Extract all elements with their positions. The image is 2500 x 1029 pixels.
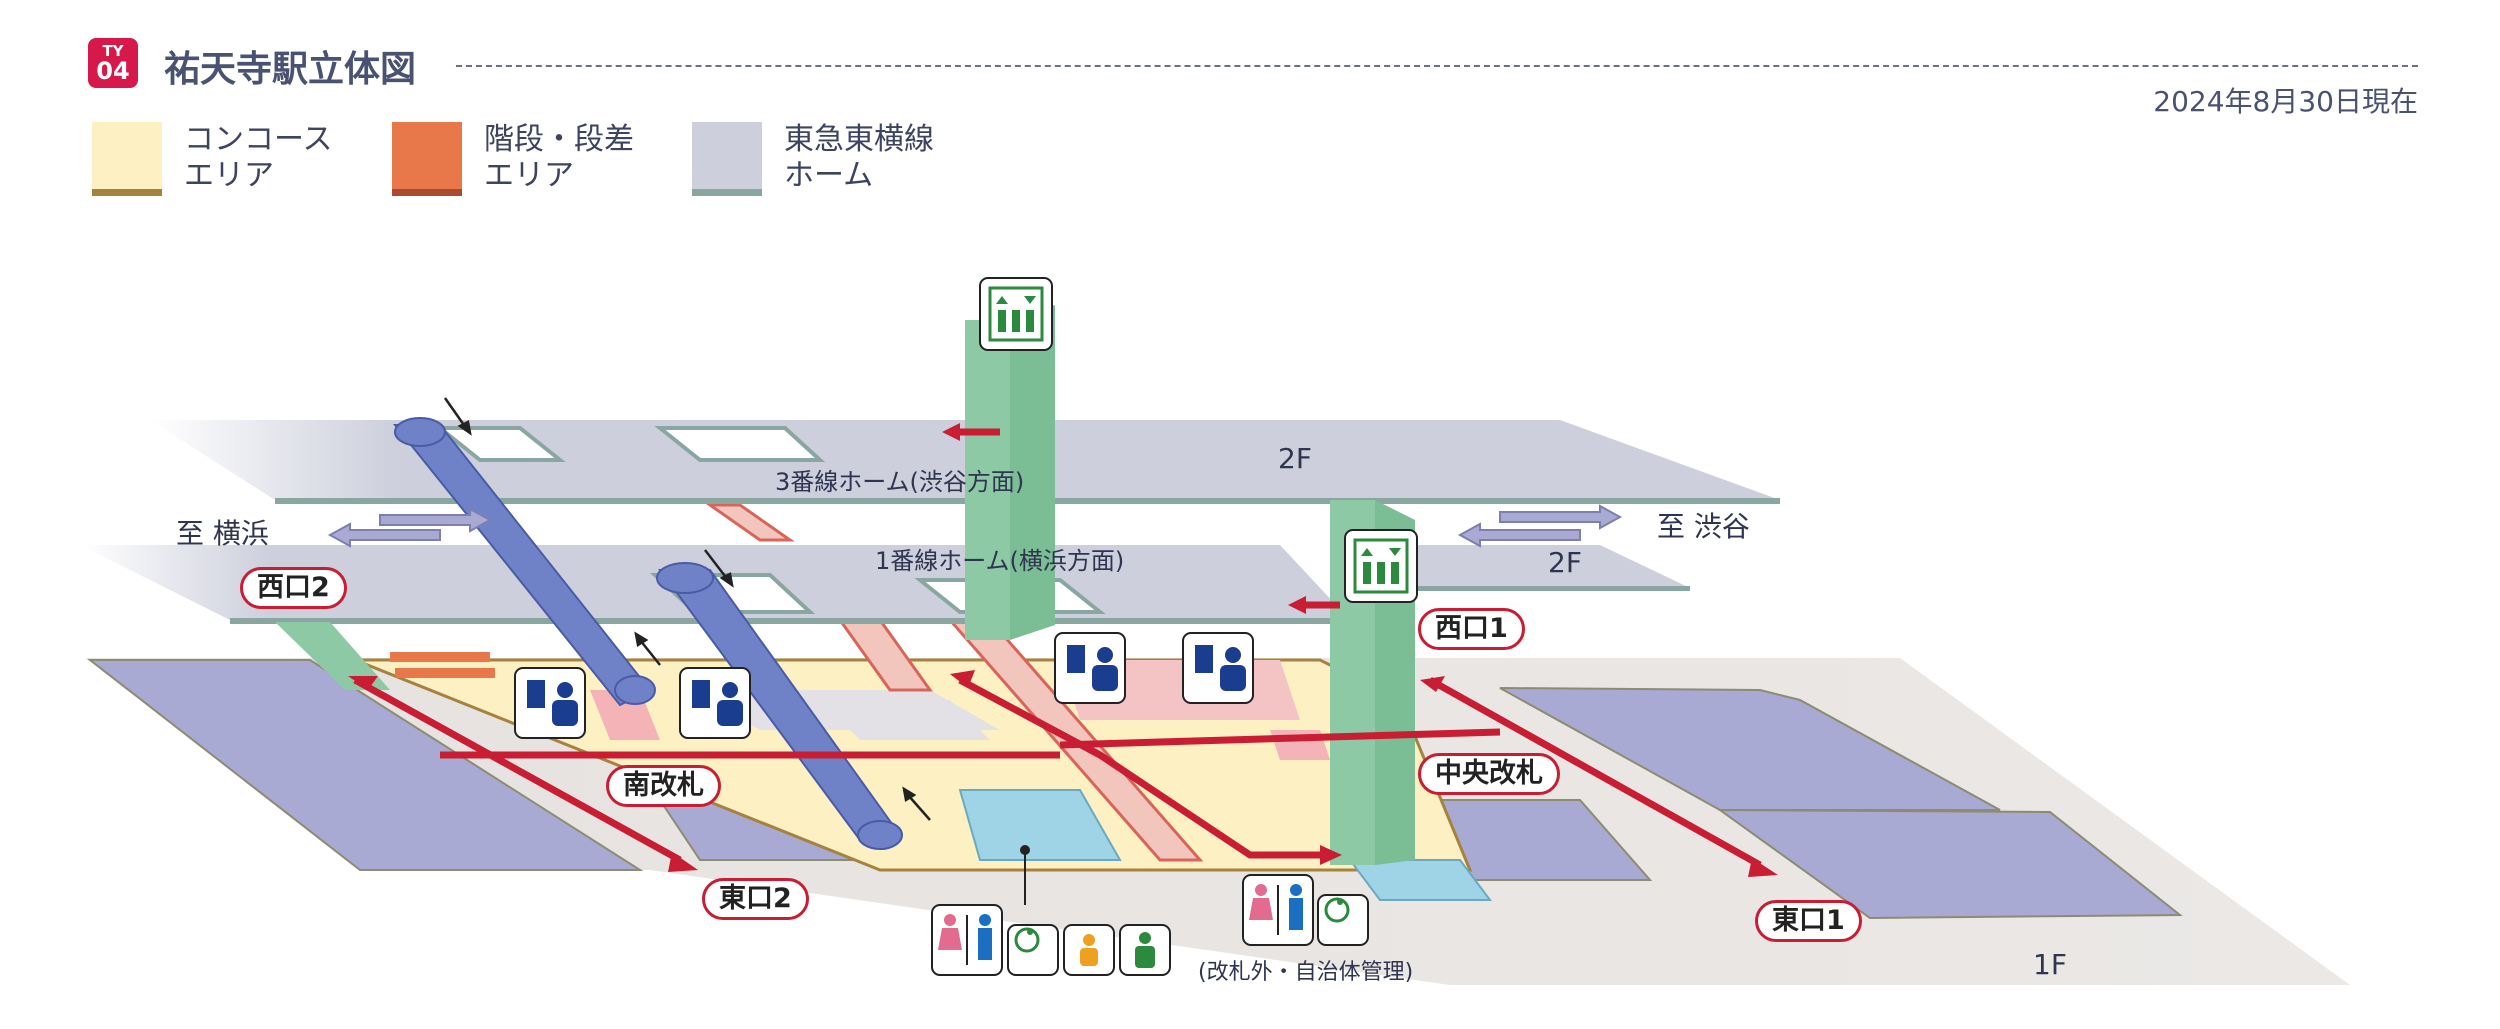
block-west [87, 659, 644, 871]
page-title: 祐天寺駅立体図 [164, 49, 417, 90]
opening-upper-2 [654, 426, 826, 462]
toilet-icon-accessible [1007, 924, 1059, 976]
walking-routes [353, 428, 1762, 869]
block-east-2 [1716, 808, 2183, 920]
escalator-west [392, 417, 656, 707]
toilet-note: (改札外・自治体管理) [1198, 960, 1414, 985]
ticket-service-icon-4 [1182, 632, 1254, 704]
exit-label-east1: 東口1 [1755, 900, 1862, 942]
station-number: 04 [96, 57, 130, 85]
route-diagonal [958, 676, 1330, 859]
route-east1 [1428, 676, 1762, 869]
toilet-icon-restroom [931, 904, 1003, 976]
as-of-date: 2024年8月30日現在 [2153, 85, 2418, 118]
outside-toilet-icon-accessible [1317, 894, 1369, 946]
page-header: TY 04 祐天寺駅立体図 2024年8月30日現在 [88, 38, 2418, 118]
station-number-badge: TY 04 [88, 38, 138, 88]
block-east-1 [1499, 687, 2001, 811]
legend-label-concourse: コンコースエリア [184, 122, 333, 193]
toilet-icon-ostomate [1119, 924, 1171, 976]
legend-swatch-platform [692, 122, 762, 196]
label-lower-platform: 1番線ホーム(横浜方面) [875, 547, 1125, 575]
elevator-shaft-west [965, 305, 1055, 640]
label-direction-shibuya: 至 渋谷 [1657, 510, 1750, 543]
route-east2 [353, 676, 682, 864]
legend-swatch-concourse [92, 122, 162, 196]
route-arrowheads [348, 423, 1778, 877]
route-central [1059, 728, 1501, 749]
dir-arrow-shibuya-upper [1499, 504, 1623, 530]
direction-arrows [327, 504, 1623, 548]
opening-upper-1 [434, 426, 566, 462]
exit-label-east2: 東口2 [702, 878, 809, 920]
pointer-arrows [443, 397, 931, 821]
elevator-icon-lower [1344, 529, 1418, 603]
exit-ramp-west2 [275, 622, 390, 690]
platform-lower-edge [230, 618, 1380, 624]
escalator-east [656, 562, 903, 850]
arrowhead-lower [1288, 596, 1306, 614]
toilet-area-outside [1348, 859, 1492, 901]
dir-arrow-shibuya-lower [1457, 522, 1581, 548]
concourse-inner-gray-2 [820, 700, 990, 740]
header-divider [456, 65, 2418, 67]
exit-label-west1: 西口1 [1418, 608, 1525, 650]
label-upper-platform: 3番線ホーム(渋谷方面) [775, 468, 1025, 496]
gate-label-central: 中央改札 [1418, 753, 1560, 795]
arrowhead-east1 [1748, 858, 1778, 877]
exit-label-west2: 西口2 [240, 567, 347, 609]
line-code: TY [102, 42, 124, 60]
arrowhead-east2 [668, 852, 698, 872]
toilet-icon-baby [1063, 924, 1115, 976]
step-bars-west [390, 652, 490, 662]
legend-swatch-stairs [392, 122, 462, 196]
dir-arrow-yokohama-upper [327, 522, 441, 548]
stair-flight-1 [705, 503, 795, 542]
step-bars-west-2 [395, 668, 495, 678]
gate-label-south: 南改札 [606, 765, 721, 807]
platform-lower-east-edge [1350, 586, 1690, 591]
arrowhead-west2 [348, 676, 378, 690]
toilet-area [958, 789, 1122, 861]
arrowhead-upper [942, 423, 960, 441]
outside-toilet-icon-restroom [1242, 874, 1314, 946]
label-floor-2f-lower: 2F [1548, 546, 1582, 579]
label-direction-yokohama: 至 横浜 [176, 517, 269, 550]
toilet-pointer-dot [1020, 845, 1030, 855]
ticket-service-icon-2 [679, 667, 751, 739]
label-floor-1f: 1F [2033, 948, 2067, 981]
elevator-icon-upper [979, 277, 1053, 351]
dir-arrow-yokohama-lower [379, 507, 493, 533]
legend-label-platform: 東急東横線ホーム [784, 122, 934, 193]
arrowhead-diagonal [950, 670, 975, 688]
platform-lower-east [1330, 545, 1690, 588]
arrowhead-concourse [1320, 845, 1342, 865]
label-floor-2f-upper: 2F [1278, 442, 1312, 475]
ticket-service-icon-3 [1054, 632, 1126, 704]
legend-label-stairs: 階段・段差エリア [484, 122, 634, 193]
arrowhead-central [1420, 676, 1445, 692]
ticket-service-icon-1 [514, 667, 586, 739]
